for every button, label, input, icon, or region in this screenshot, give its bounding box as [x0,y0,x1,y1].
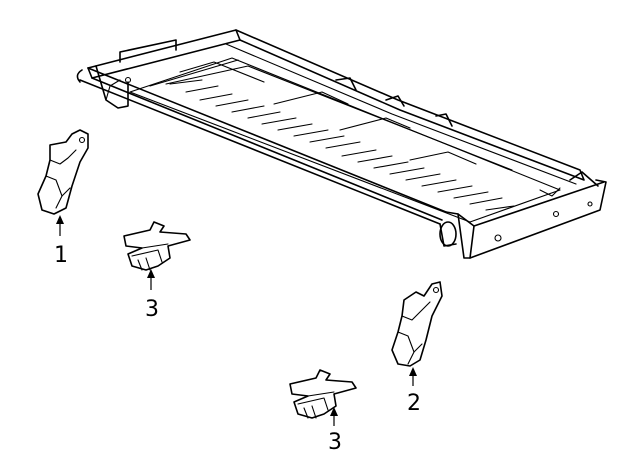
bracket-right-part-2 [391,281,443,367]
callout-2: 2 [407,391,421,416]
clip-part-3-upper [123,221,191,271]
leader-1 [56,215,64,236]
leader-2 [409,367,417,386]
carrier-frame [76,29,607,259]
clip-part-3-lower [289,369,357,419]
bracket-left-part-1 [37,129,89,215]
callout-3-lower: 3 [328,430,342,455]
leader-3-lower [330,407,338,426]
callout-1: 1 [54,243,68,268]
callout-3-upper: 3 [145,297,159,322]
floor-slats [169,79,515,211]
leader-3-upper [147,269,155,290]
